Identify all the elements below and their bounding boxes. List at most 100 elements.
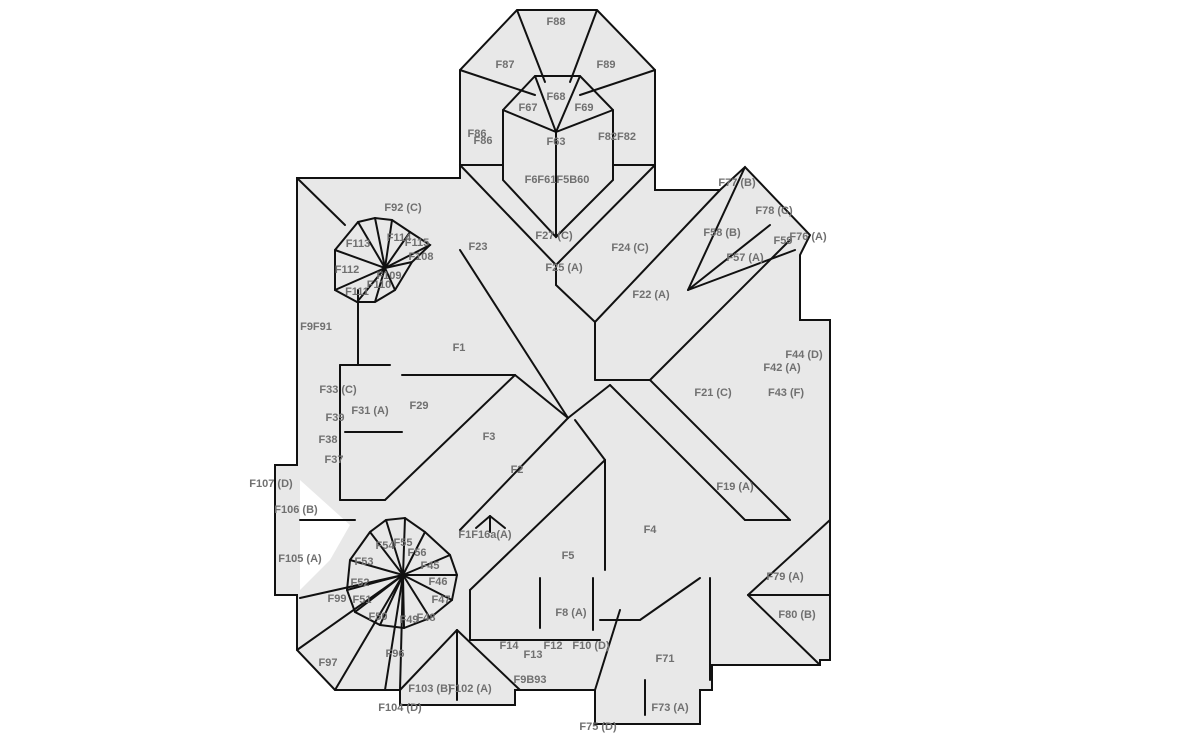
face-label: F96 xyxy=(386,648,405,660)
face-label: F52 xyxy=(351,577,370,589)
face-label: F1F16a(A) xyxy=(458,529,512,541)
cutout-left xyxy=(300,480,350,590)
face-label: F13 xyxy=(524,649,543,661)
face-label: F50 xyxy=(369,611,388,623)
face-label: F43 (F) xyxy=(768,387,804,399)
hip-line xyxy=(402,574,453,601)
face-label: F75 (D) xyxy=(579,721,617,733)
hip-line xyxy=(374,217,386,269)
face-label: F109 xyxy=(376,270,401,282)
face-label: F42 (A) xyxy=(763,362,801,374)
face-label: F111 xyxy=(345,286,369,298)
hip-line xyxy=(384,574,404,691)
face-label: F88 xyxy=(547,16,566,28)
face-label: F102 (A) xyxy=(448,683,492,695)
hip-line xyxy=(334,267,386,291)
face-label: F80 (B) xyxy=(778,609,816,621)
face-label: F19 (A) xyxy=(716,481,754,493)
hip-line xyxy=(296,574,404,651)
face-label: F71 xyxy=(656,653,675,665)
face-label: F9F91 xyxy=(300,321,332,333)
face-label: F97 xyxy=(319,657,338,669)
hip-line xyxy=(357,221,386,269)
hip-line xyxy=(369,531,404,576)
face-label: F6F61F5B60 xyxy=(525,174,590,186)
face-label: F5 xyxy=(562,550,575,562)
face-label: F10 (D) xyxy=(572,640,610,652)
hip-line xyxy=(384,261,413,269)
face-label: F9B93 xyxy=(513,674,546,686)
face-label: F112 xyxy=(335,264,359,276)
face-label: F114 xyxy=(387,232,412,244)
face-label: F103 (B) xyxy=(408,683,452,695)
hip-line xyxy=(334,249,386,269)
face-label: F76 (A) xyxy=(789,231,827,243)
face-label: F14 xyxy=(500,640,520,652)
face-label: F86 xyxy=(474,135,493,147)
face-label: F69 xyxy=(575,102,594,114)
face-label: F53 xyxy=(355,556,374,568)
hip-line xyxy=(349,559,404,576)
face-label: F99 xyxy=(328,593,347,605)
face-label: F39 xyxy=(326,412,345,424)
face-label: F21 (C) xyxy=(694,387,732,399)
hip-line xyxy=(384,244,431,269)
hip-line xyxy=(334,574,404,691)
ridge-lines xyxy=(296,9,831,716)
face-label: F67 xyxy=(519,102,538,114)
face-label: F107 (D) xyxy=(249,478,293,490)
face-label: F110 xyxy=(367,279,391,291)
face-label: F55 xyxy=(394,537,413,549)
face-label: F105 (A) xyxy=(278,553,322,565)
face-label: F8 (A) xyxy=(555,607,587,619)
face-label: F113 xyxy=(346,238,370,250)
face-label: F25 (A) xyxy=(545,262,583,274)
hip-line xyxy=(402,574,431,619)
face-label: F24 (C) xyxy=(611,242,649,254)
face-label: F3 xyxy=(483,431,496,443)
face-label: F106 (B) xyxy=(274,504,318,516)
face-label: F77 (B) xyxy=(718,177,756,189)
face-label: F23 xyxy=(469,241,488,253)
hip-line xyxy=(402,554,451,576)
hip-line xyxy=(384,231,411,269)
face-label: F1 xyxy=(453,342,466,354)
face-label: F89 xyxy=(597,59,616,71)
face-label: F51 xyxy=(353,594,372,606)
hip-line xyxy=(299,574,404,599)
hip-line xyxy=(384,219,393,269)
face-label: F58 (B) xyxy=(703,227,741,239)
face-label: F38 xyxy=(319,434,338,446)
face-label: F56 xyxy=(408,547,427,559)
face-label: F46 xyxy=(429,576,448,588)
face-label: F73 (A) xyxy=(651,702,689,714)
hip-line xyxy=(402,531,426,576)
face-label: F22 (A) xyxy=(632,289,670,301)
roof-area xyxy=(274,9,831,725)
face-label: F27 (C) xyxy=(535,230,573,242)
face-label: F4 xyxy=(644,524,658,536)
hip-line xyxy=(374,267,386,303)
face-label: F49 xyxy=(400,614,419,626)
face-label: F87 xyxy=(496,59,515,71)
face-label: F86 xyxy=(468,128,487,140)
face-label: F47 xyxy=(432,594,451,606)
face-label: F108 xyxy=(408,251,433,263)
face-label: F57 (A) xyxy=(726,252,764,264)
face-label: F63 xyxy=(547,136,566,148)
hip-line xyxy=(399,574,404,691)
face-label: F92 (C) xyxy=(384,202,422,214)
face-label: F104 (D) xyxy=(378,702,422,714)
face-label: F29 xyxy=(410,400,429,412)
face-label: F48 xyxy=(417,612,436,624)
fan-spokes xyxy=(296,217,458,691)
face-label: F44 (D) xyxy=(785,349,823,361)
face-label: F79 (A) xyxy=(766,571,804,583)
hip-line xyxy=(384,267,396,291)
hip-line xyxy=(402,517,406,576)
face-label: F82F82 xyxy=(598,131,636,143)
face-label: F33 (C) xyxy=(319,384,357,396)
face-label: F59 xyxy=(774,235,793,247)
